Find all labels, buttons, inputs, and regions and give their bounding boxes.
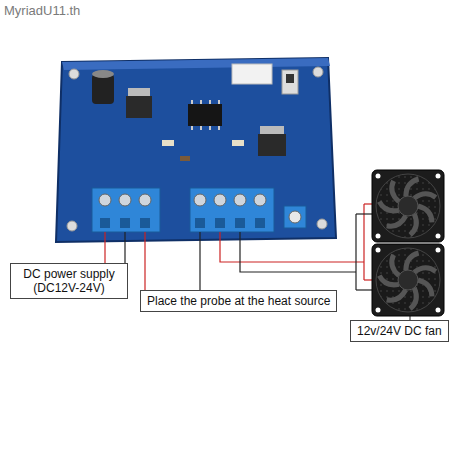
resistor — [162, 140, 174, 146]
fan-blade — [387, 290, 406, 300]
fan-hole — [376, 308, 381, 313]
fan-hub — [398, 270, 418, 290]
capacitor-top — [92, 70, 114, 78]
ic-chip — [188, 104, 222, 126]
terminal-block — [190, 188, 274, 232]
regulator-tab — [128, 88, 150, 96]
connector — [232, 64, 272, 84]
capacitor-smd — [180, 156, 190, 161]
pcb — [56, 58, 336, 242]
label-box: 12v/24V DC fan — [350, 320, 449, 342]
fan-blade — [414, 268, 435, 272]
fan-blade — [418, 280, 432, 296]
switch — [282, 70, 298, 94]
mosfet — [258, 134, 286, 156]
fan-blade — [379, 276, 399, 285]
fan-blade — [410, 214, 416, 235]
fan-blade — [392, 255, 399, 276]
fan-blade — [392, 181, 399, 202]
label-text: Place the probe at the heat source — [147, 294, 330, 308]
fan-blade — [387, 216, 406, 226]
fan-frame — [372, 244, 444, 316]
fan-hole — [436, 308, 441, 313]
label-text: DC power supply (DC12V-24V) — [17, 267, 121, 295]
label-box: DC power supply (DC12V-24V) — [10, 263, 128, 299]
fan-hub — [398, 196, 418, 216]
label-box: Place the probe at the heat source — [140, 290, 337, 312]
potentiometer — [284, 206, 306, 228]
label-text: 12v/24V DC fan — [357, 324, 442, 338]
fan-ring — [376, 174, 440, 238]
terminal-block — [92, 188, 160, 232]
switch-lever — [286, 74, 294, 83]
mosfet-tab — [260, 126, 284, 134]
watermark: MyriadU11.th — [4, 3, 80, 18]
fan-blade — [414, 194, 435, 198]
fan-hole — [436, 234, 441, 239]
fan-frame — [372, 170, 444, 242]
pcb-edge — [62, 58, 330, 70]
mount-hole — [69, 69, 79, 79]
fan-hole — [376, 174, 381, 179]
fan-blade — [418, 206, 432, 222]
fan-blade — [410, 288, 416, 309]
fan-hole — [376, 248, 381, 253]
fan-hole — [436, 248, 441, 253]
regulator — [126, 96, 152, 118]
fan-ring — [376, 248, 440, 312]
mount-hole — [313, 67, 323, 77]
fan-blade — [379, 202, 399, 211]
capacitor — [92, 74, 114, 104]
mount-hole — [67, 221, 77, 231]
mount-hole — [317, 219, 327, 229]
fan-hole — [436, 174, 441, 179]
fan-hole — [376, 234, 381, 239]
pot-knob — [289, 211, 301, 223]
resistor — [232, 140, 244, 146]
